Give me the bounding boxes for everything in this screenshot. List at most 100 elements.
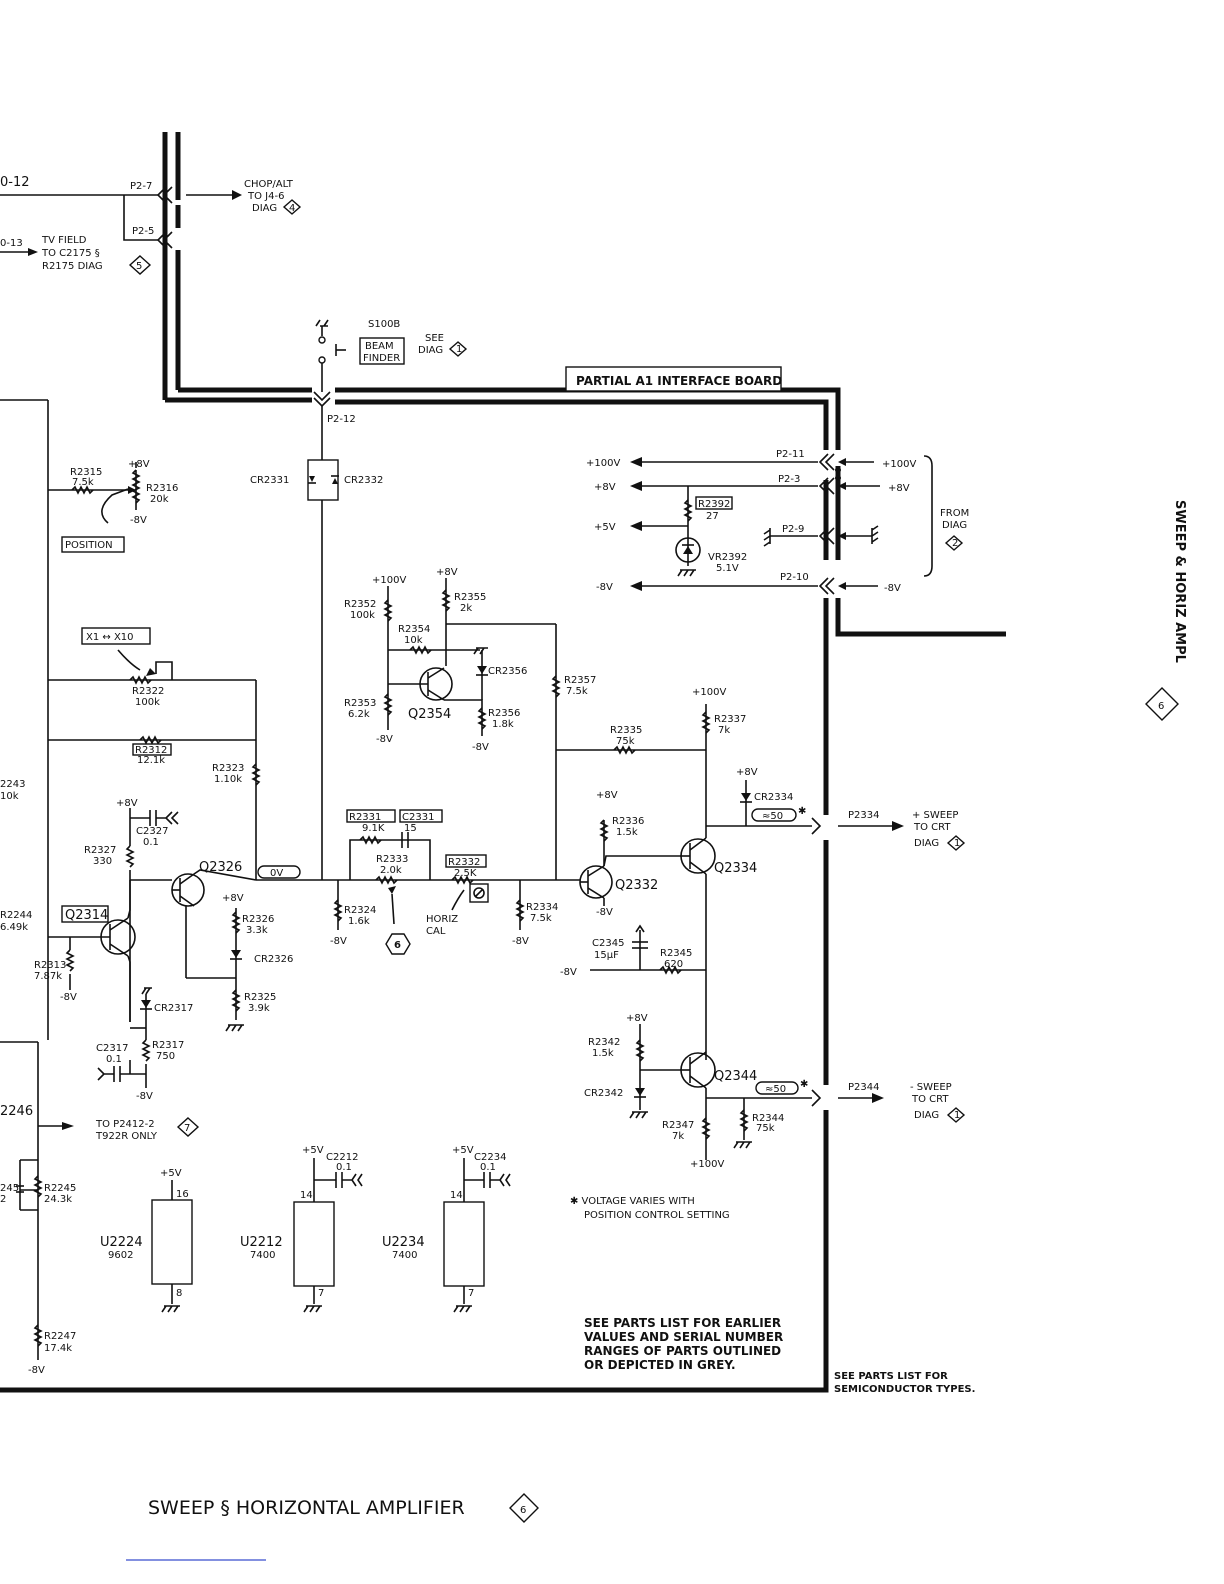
r2244-value: 6.49k	[0, 922, 28, 933]
q2354-rail-100v: +100V	[372, 575, 406, 586]
beam-finder-box	[359, 337, 405, 365]
r2316-value: 20k	[150, 494, 169, 505]
c2331-box	[399, 809, 443, 823]
r2316-neg: -8V	[130, 515, 147, 526]
r2326-value: 3.3k	[246, 925, 268, 936]
side-title-group: SWEEP & HORIZ AMPL	[1172, 500, 1187, 663]
connector-p2-9: P2-9	[782, 524, 804, 535]
r2337-label: R2337	[714, 714, 746, 725]
c2212-label: C2212	[326, 1152, 358, 1163]
left-wiring	[0, 399, 261, 1040]
c2327-label: C2327	[136, 826, 168, 837]
sweep-plus-1: + SWEEP	[912, 810, 958, 821]
r2313-neg: -8V	[60, 992, 77, 1003]
u2224-type: 9602	[108, 1250, 133, 1261]
rail-100v-out: +100V	[586, 458, 620, 469]
r2392-box	[695, 496, 733, 510]
diag-4-symbol: 4	[282, 199, 302, 215]
note-parts-4: OR DEPICTED IN GREY.	[584, 1358, 736, 1372]
output-stage	[579, 704, 904, 1160]
r2342-rail-8v: +8V	[626, 1013, 648, 1024]
connector-p2344: P2344	[848, 1082, 879, 1093]
r2347-value: 7k	[672, 1131, 684, 1142]
r2316-label: R2316	[146, 483, 178, 494]
c2212-value: 0.1	[336, 1162, 352, 1173]
ic-u2224	[151, 1180, 193, 1313]
vr2392-label: VR2392	[708, 552, 747, 563]
r2337-value: 7k	[718, 725, 730, 736]
cr2334-rail-8v: +8V	[736, 767, 758, 778]
q2344-label: Q2344	[714, 1069, 757, 1084]
p2412-only: T922R ONLY	[95, 1131, 158, 1142]
u2212-pin14: 14	[300, 1190, 313, 1201]
q2354-wiring	[383, 578, 706, 880]
cr2334-label: CR2334	[754, 792, 793, 803]
q2334-voltage-box	[751, 808, 797, 822]
q2314-box	[61, 905, 109, 923]
ic-u2212	[293, 1158, 363, 1313]
position-control: POSITION	[65, 540, 113, 551]
vr2392-value: 5.1V	[716, 563, 739, 574]
svg-text:6: 6	[1158, 701, 1164, 712]
u2234-type: 7400	[392, 1250, 417, 1261]
cr2326-label: CR2326	[254, 954, 293, 965]
tv-field-to: TO C2175 §	[41, 248, 100, 259]
r2333-value: 2.0k	[380, 865, 402, 876]
u2212-pin7: 7	[318, 1288, 324, 1299]
r2313-label: R2313	[34, 960, 66, 971]
power-supply-wiring	[630, 453, 933, 595]
c2245-label: 245	[0, 1183, 19, 1194]
r2247-value: 17.4k	[44, 1343, 72, 1354]
beam-see: SEE	[425, 333, 444, 344]
r2312-value: 12.1k	[137, 755, 165, 766]
r2336-value: 1.5k	[616, 827, 638, 838]
tv-field-diag: R2175 DIAG	[42, 261, 103, 272]
beam-diag-label: DIAG	[418, 345, 443, 356]
r2337-rail-100v: +100V	[692, 687, 726, 698]
r2327-label: R2327	[84, 845, 116, 856]
horiz-cal-2: CAL	[426, 926, 446, 937]
r2246-label: 2246	[0, 1104, 33, 1119]
note-parts-1: SEE PARTS LIST FOR EARLIER	[584, 1316, 781, 1330]
note-semi-2: SEMICONDUCTOR TYPES.	[834, 1384, 975, 1395]
c2345-neg: -8V	[560, 967, 577, 978]
r2354-value: 10k	[404, 635, 423, 646]
from-diag-1: FROM	[940, 508, 969, 519]
rail-8v-out: +8V	[594, 482, 616, 493]
r2334-label: R2334	[526, 902, 558, 913]
r2353-label: R2353	[344, 698, 376, 709]
c2327-value: 0.1	[143, 837, 159, 848]
r2331-box	[346, 809, 396, 823]
svg-text:2: 2	[952, 538, 958, 549]
q2326-label: Q2326	[199, 860, 242, 875]
sweep-minus-2: TO CRT	[911, 1094, 949, 1105]
q2354-rail-8v: +8V	[436, 567, 458, 578]
r2357-value: 7.5k	[566, 686, 588, 697]
r2326-rail-8v: +8V	[222, 893, 244, 904]
r2331-value: 9.1K	[362, 823, 385, 834]
r2355-value: 2k	[460, 603, 472, 614]
c2345-label: C2345	[592, 938, 624, 949]
cr2331-label: CR2331	[250, 475, 289, 486]
r2347-rail-100v: +100V	[690, 1159, 724, 1170]
side-diag-symbol: 6	[1145, 687, 1179, 721]
r2332-value: 2.5K	[454, 868, 477, 879]
title-diag-symbol: 6	[509, 1493, 539, 1523]
beam-finder-label-2: FINDER	[363, 353, 400, 364]
connector-p2-3: P2-3	[778, 474, 800, 485]
q2332-label: Q2332	[615, 878, 658, 893]
r2345-label: R2345	[660, 948, 692, 959]
r2336-rail-8v: +8V	[596, 790, 618, 801]
r2354-label: R2354	[398, 624, 430, 635]
cr2356-label: CR2356	[488, 666, 527, 677]
c2331-label: C2331	[402, 812, 434, 823]
r2243-value: 10k	[0, 791, 19, 802]
p2412-to: TO P2412-2	[95, 1119, 155, 1130]
r2356-label: R2356	[488, 708, 520, 719]
u2234-rail: +5V	[452, 1145, 474, 1156]
r2347-label: R2347	[662, 1120, 694, 1131]
cr2331-cr2332-diodes	[307, 459, 339, 880]
rail-100v-in: +100V	[882, 459, 916, 470]
r2352-label: R2352	[344, 599, 376, 610]
position-control-box	[61, 536, 125, 553]
